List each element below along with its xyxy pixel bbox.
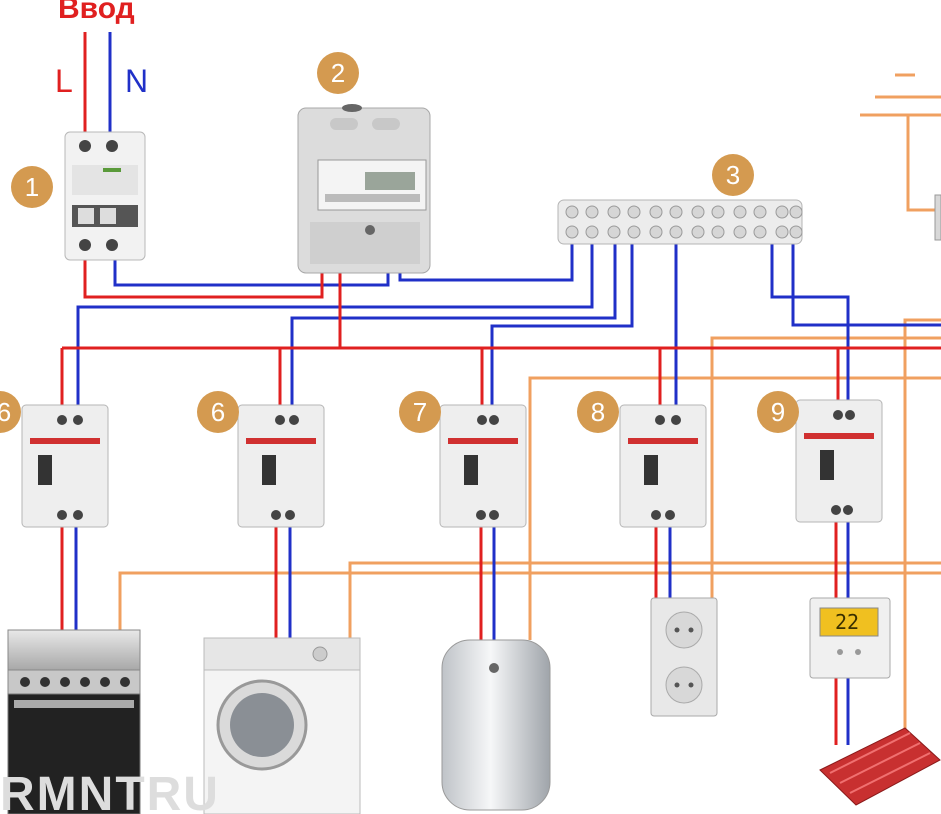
marker-5: 6	[0, 391, 21, 433]
marker-2-label: 2	[331, 58, 345, 88]
rcbo-1	[21, 404, 109, 528]
phase-wires	[60, 32, 941, 745]
terminal-block	[557, 199, 803, 245]
water-heater	[441, 639, 551, 811]
ground-wires	[118, 73, 941, 730]
phase-label: L	[55, 63, 73, 99]
marker-3: 3	[712, 154, 754, 196]
main-breaker	[64, 131, 146, 261]
ground-bus	[934, 194, 941, 241]
marker-8-label: 8	[591, 397, 605, 427]
thermostat: 22	[809, 597, 891, 679]
wall-socket	[650, 597, 718, 717]
rcbo-5	[795, 399, 883, 523]
marker-9-label: 9	[771, 397, 785, 427]
neutral-wires	[74, 32, 941, 745]
watermark: RMNTRU	[0, 768, 220, 814]
gas-stove	[7, 629, 141, 814]
marker-2: 2	[317, 52, 359, 94]
marker-9: 9	[757, 391, 799, 433]
marker-6-label: 6	[211, 397, 225, 427]
washing-machine	[203, 637, 361, 814]
rcbo-4	[619, 404, 707, 528]
rcbo-3	[439, 404, 527, 528]
marker-7: 7	[399, 391, 441, 433]
marker-3-label: 3	[726, 160, 740, 190]
marker-8: 8	[577, 391, 619, 433]
marker-5-label: 6	[0, 397, 11, 427]
input-label: Ввод	[58, 0, 135, 25]
thermostat-display: 22	[835, 610, 859, 634]
marker-1-label: 1	[25, 172, 39, 202]
marker-6: 6	[197, 391, 239, 433]
neutral-label: N	[125, 63, 148, 99]
heating-mat	[819, 727, 941, 806]
electricity-meter	[297, 104, 431, 274]
marker-1: 1	[11, 166, 53, 208]
rcbo-2	[237, 404, 325, 528]
marker-7-label: 7	[413, 397, 427, 427]
